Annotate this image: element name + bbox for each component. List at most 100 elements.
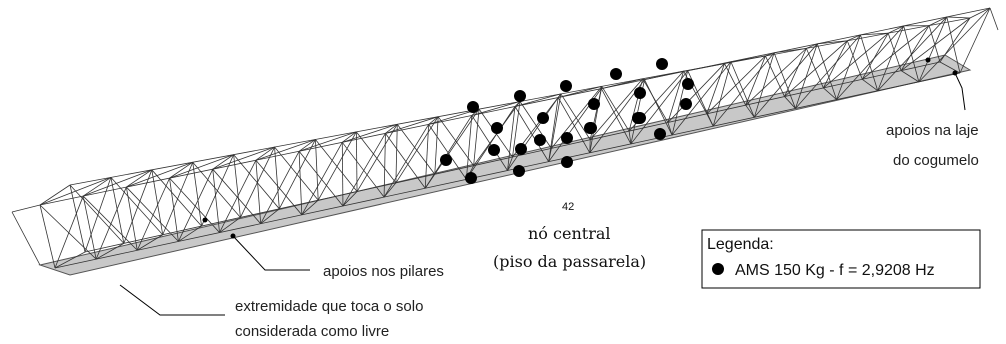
leader-free-end	[119, 284, 225, 316]
diagonal-member	[219, 160, 257, 233]
diagonal-member	[887, 33, 902, 71]
diagonal-member	[255, 159, 303, 216]
diagonal-member	[192, 161, 241, 218]
top-bracing-member	[39, 177, 112, 206]
top-bracing-member	[558, 85, 602, 98]
diagonal-member	[233, 154, 280, 210]
diagonal-member	[560, 93, 591, 140]
diagonal-member	[383, 124, 429, 198]
diagonal-member	[428, 124, 467, 180]
diagonal-member	[557, 97, 591, 153]
diagonal-member	[589, 78, 644, 140]
vertical-member	[255, 160, 262, 224]
diagonal-member	[862, 25, 930, 80]
diagonal-member	[823, 32, 889, 89]
damper-marker	[561, 156, 573, 168]
bottom-cross-member	[178, 225, 202, 242]
damper-marker	[514, 90, 526, 102]
diagonal-member	[437, 116, 474, 166]
vertical-member	[900, 25, 930, 71]
vertical-member	[473, 109, 480, 166]
diagonal-member	[642, 78, 669, 123]
support-point	[925, 57, 931, 63]
top-bracing-member	[601, 78, 643, 89]
diagonal-member	[260, 151, 300, 224]
diagonal-member	[298, 151, 344, 207]
damper-marker	[656, 58, 668, 70]
diagonal-member	[745, 48, 807, 106]
damper-marker	[560, 80, 572, 92]
top-cross-member	[847, 34, 861, 42]
top-cross-member	[39, 184, 71, 206]
bottom-cross-member	[823, 87, 837, 100]
diagonal-member	[123, 169, 153, 244]
diagonal-member	[551, 86, 603, 149]
top-cross-member	[298, 139, 316, 152]
bottom-cross-member	[260, 208, 280, 224]
end-post	[989, 7, 999, 31]
damper-marker	[465, 172, 477, 184]
top-cross-member	[765, 52, 775, 57]
diagonal-member	[356, 131, 397, 184]
diagonal-member	[519, 101, 552, 149]
vertical-member	[877, 25, 905, 91]
leader-supports-slab	[954, 72, 966, 111]
deck-note-label: (piso da passarela)	[493, 252, 646, 271]
node-number-label: 42	[562, 201, 574, 213]
vertical-member	[753, 52, 775, 118]
top-cross-member	[385, 123, 398, 134]
damper-marker	[467, 101, 479, 113]
diagonal-member	[900, 17, 971, 71]
diagonal-member	[169, 177, 220, 233]
vertical-member	[233, 154, 241, 218]
diagonal-member	[946, 16, 961, 74]
diagonal-member	[162, 162, 194, 235]
damper-marker	[488, 144, 500, 156]
diagonal-member	[928, 25, 941, 63]
damper-marker	[561, 132, 573, 144]
vertical-member	[125, 187, 138, 251]
legend: Legenda: AMS 150 Kg - f = 2,9208 Hz	[701, 229, 981, 289]
damper-marker	[440, 154, 452, 166]
diagonal-member	[730, 61, 755, 118]
damper-marker	[588, 98, 600, 110]
diagonal-member	[514, 106, 549, 162]
diagonal-member	[667, 63, 725, 123]
diagonal-member	[846, 40, 863, 80]
diagonal-member	[110, 177, 164, 235]
diagonal-member	[765, 55, 785, 97]
top-bracing-member	[126, 161, 193, 188]
diagonal-member	[396, 124, 436, 175]
vertical-member	[507, 106, 516, 171]
vertical-member	[706, 63, 725, 114]
damper-marker	[654, 128, 666, 140]
deck-slab	[38, 54, 972, 276]
leader-supports-pillars	[232, 235, 310, 271]
supports-slab-label-line1: apoios na laje	[886, 122, 979, 139]
bottom-cross-member	[628, 131, 632, 144]
vertical-member	[589, 88, 602, 153]
vertical-member	[836, 34, 861, 100]
top-cross-member	[82, 177, 112, 197]
diagonal-member	[601, 88, 632, 145]
diagonal-member	[601, 86, 630, 132]
vertical-member	[69, 184, 86, 253]
damper-marker	[634, 87, 646, 99]
bottom-cross-member	[95, 243, 125, 260]
top-bracing-member	[169, 154, 234, 179]
diagonal-member	[301, 142, 343, 216]
damper-marker	[584, 122, 596, 134]
vertical-member	[434, 116, 439, 175]
vertical-member	[395, 124, 398, 183]
top-bracing-member	[774, 47, 807, 54]
top-bracing-member	[514, 93, 562, 107]
vertical-member	[861, 32, 889, 80]
legend-marker-icon	[712, 263, 724, 275]
bottom-cross-member	[862, 78, 878, 92]
top-cross-member	[126, 169, 153, 188]
top-bracing-member	[471, 101, 521, 116]
vertical-member	[784, 48, 807, 97]
vertical-member	[212, 169, 220, 233]
diagonal-member	[644, 79, 673, 136]
diagonal-member	[773, 52, 796, 109]
